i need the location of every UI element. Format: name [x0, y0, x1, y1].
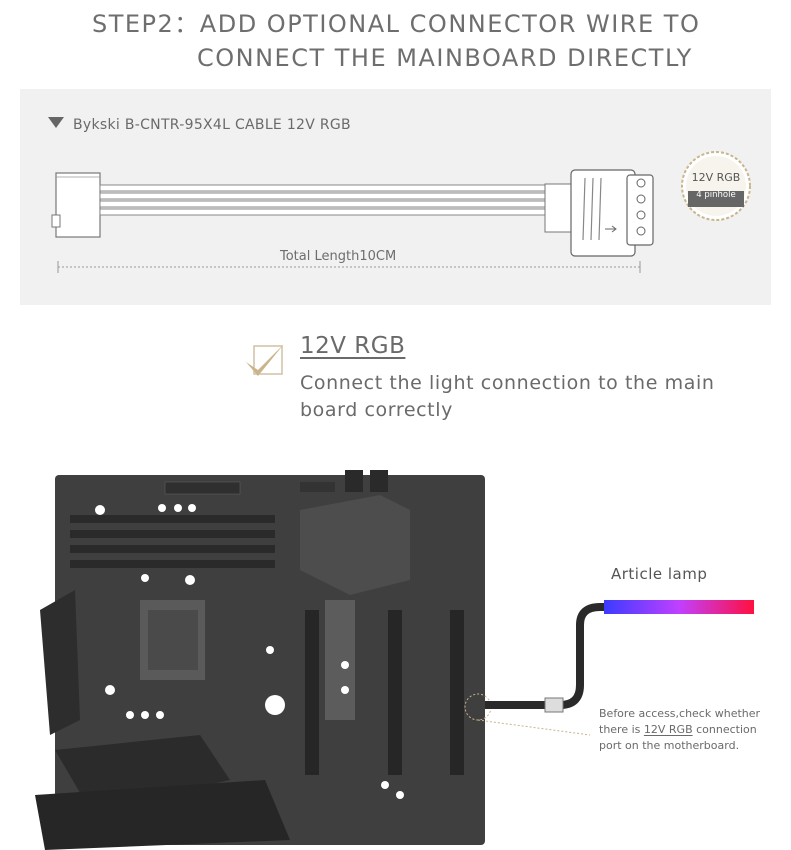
check-description: Connect the light connection to the main… [300, 372, 715, 421]
cable-wires [99, 184, 546, 216]
note-highlight: 12V RGB [643, 723, 693, 736]
motherboard-illustration [35, 470, 754, 850]
checkmark-icon [246, 344, 284, 376]
check-title: 12V RGB [300, 333, 406, 359]
lamp-cable [485, 603, 608, 709]
step-title-line-2: CONNECT THE MAINBOARD DIRECTLY [197, 44, 693, 72]
pin-badge: 12V RGB 4 pinhole [680, 150, 752, 222]
cable-right-connector [570, 169, 636, 257]
cable-illustration [51, 169, 654, 273]
cable-label-text: Bykski B-CNTR-95X4L CABLE 12V RGB [73, 117, 351, 133]
badge-top-text: 12V RGB [691, 171, 741, 184]
cable-left-connector [55, 172, 101, 238]
article-lamp-bar [604, 600, 754, 614]
cable-label: Bykski B-CNTR-95X4L CABLE 12V RGB [48, 117, 351, 133]
step-title-line-1: STEP2：ADD OPTIONAL CONNECTOR WIRE TO [92, 10, 701, 38]
note-text-before: Before access,check whether there is [599, 707, 761, 736]
article-lamp-label: Article lamp [611, 565, 708, 583]
note-text-after: connection port on the motherboard. [599, 723, 757, 752]
badge-bottom-text: 4 pinhole [696, 190, 736, 200]
total-length-label: Total Length10CM [280, 249, 397, 264]
triangle-down-icon [48, 117, 64, 128]
access-note: Before access,check whether there is 12V… [599, 706, 779, 754]
